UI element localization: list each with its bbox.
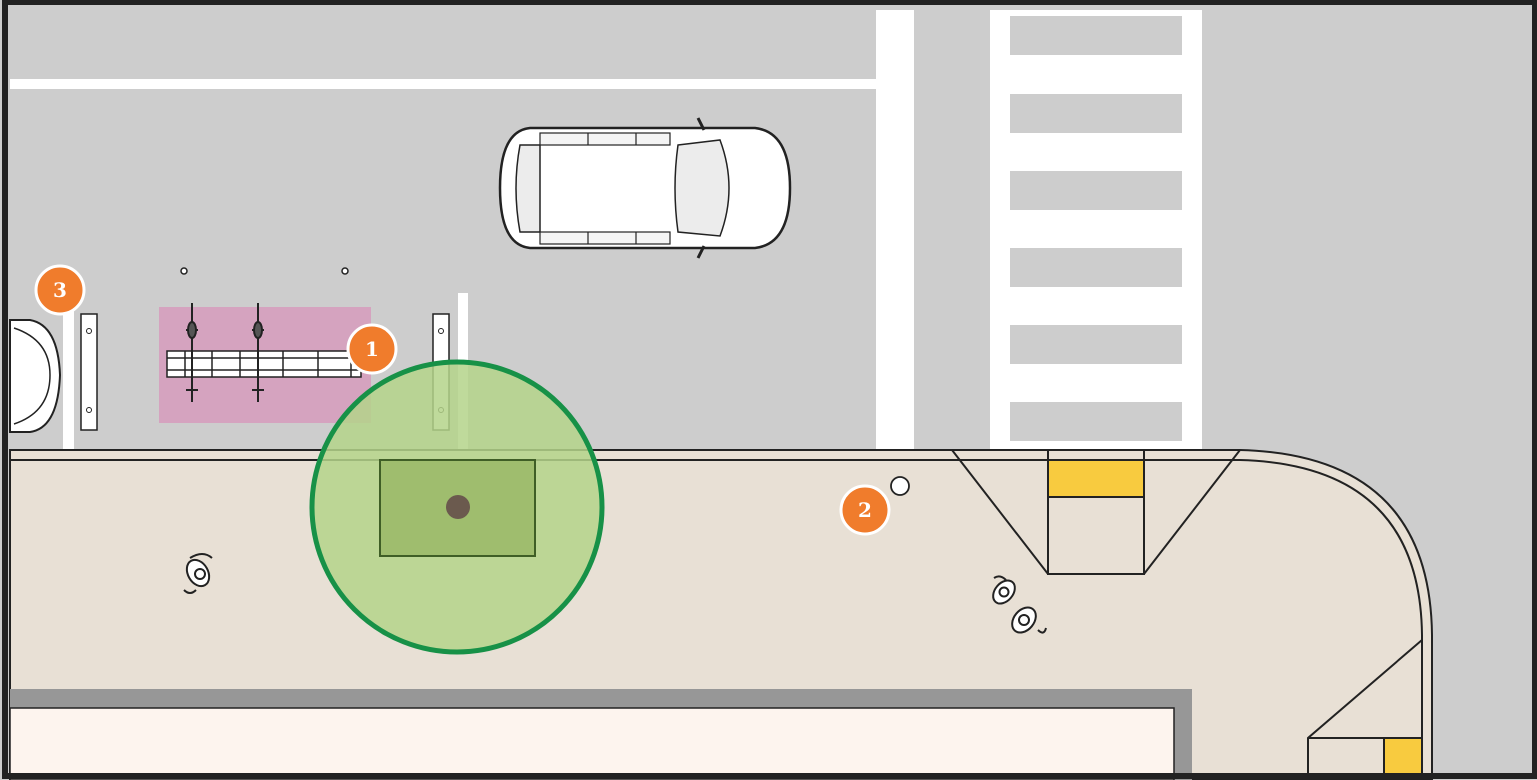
wheel-stop: [80, 313, 98, 431]
svg-text:2: 2: [858, 498, 872, 522]
marker-badge-3: 3: [34, 264, 86, 316]
crosswalk-gap: [1010, 248, 1182, 287]
svg-text:1: 1: [365, 337, 379, 361]
pedestrian: [992, 575, 1047, 634]
crosswalk-gap: [1010, 94, 1182, 133]
curb-return: [1239, 459, 1423, 780]
crosswalk-gap: [1010, 16, 1182, 55]
parked-bicycle: [252, 303, 264, 402]
building: [9, 707, 1175, 780]
marker-badge-2: 2: [839, 484, 891, 536]
parked-bicycle: [186, 303, 198, 402]
marker-badge-1: 1: [346, 323, 398, 375]
sign-post: [890, 476, 910, 496]
crosswalk-gap: [1010, 171, 1182, 210]
pedestrian: [183, 553, 213, 594]
parking-stall-line: [63, 300, 74, 450]
road-stud: [341, 267, 349, 275]
crosswalk-gap: [1010, 325, 1182, 364]
crosswalk-gap: [1010, 402, 1182, 441]
tree-trunk: [446, 495, 470, 519]
stop-line: [876, 10, 914, 450]
car: [498, 117, 792, 259]
parked-car-partial: [9, 319, 62, 433]
bike-rack: [166, 350, 362, 378]
tactile-paving: [1047, 459, 1145, 498]
road-stud: [180, 267, 188, 275]
crosswalk: [990, 10, 1202, 450]
lane-line: [10, 79, 876, 89]
svg-text:3: 3: [53, 278, 67, 302]
